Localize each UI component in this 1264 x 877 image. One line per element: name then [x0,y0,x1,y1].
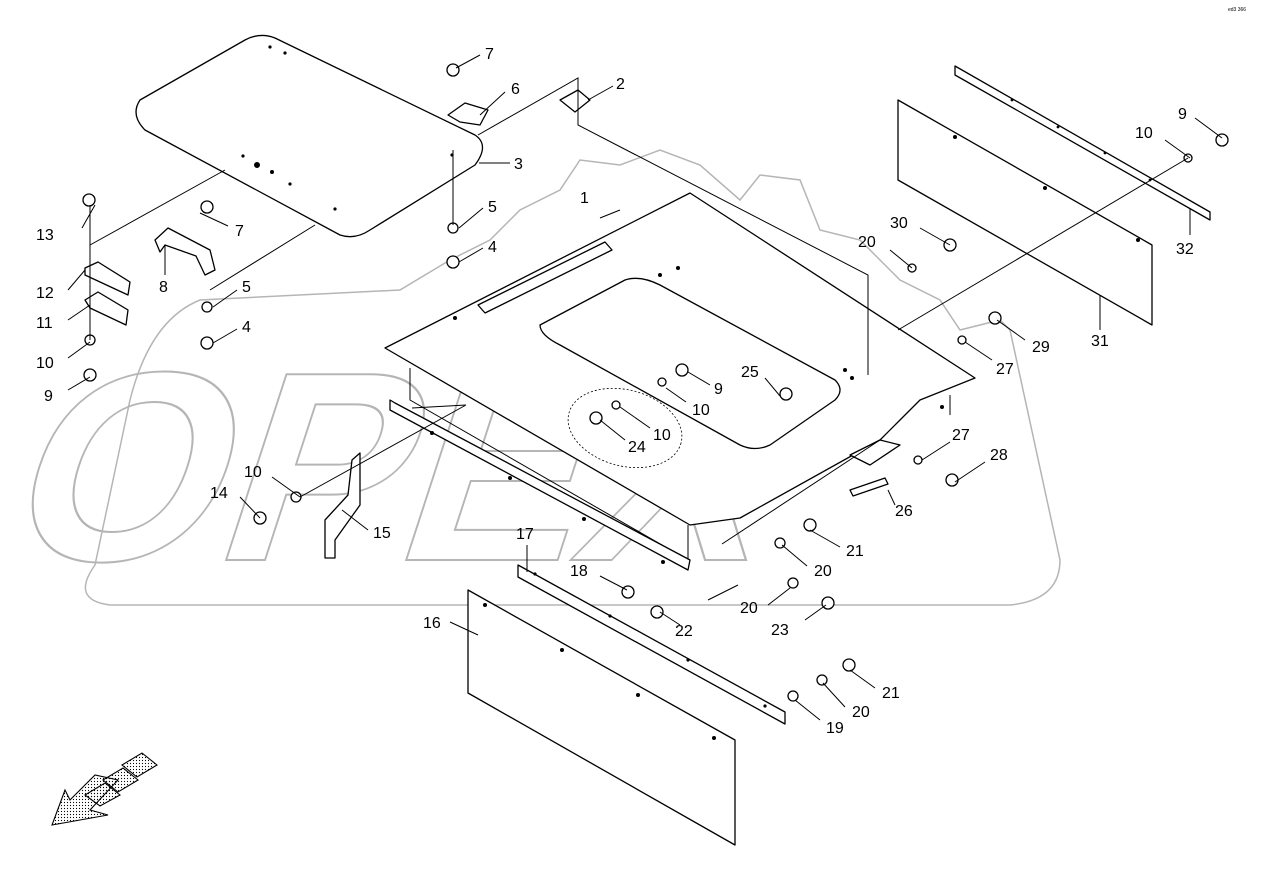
callout-5: 5 [488,199,497,216]
callout-17: 17 [516,526,534,543]
callout-7: 7 [485,46,494,63]
callout-1: 1 [580,190,589,207]
callout-2: 2 [616,76,625,93]
callout-12: 12 [36,285,54,302]
callout-30: 30 [890,215,908,232]
callout-25: 25 [741,364,759,381]
part-1-base-frame [384,192,976,561]
callout-10c: 10 [653,427,671,444]
callout-27b: 27 [952,427,970,444]
callout-4: 4 [488,239,497,256]
callout-8: 8 [159,279,168,296]
callout-3: 3 [514,156,523,173]
callout-6: 6 [511,81,520,98]
corner-tag: ed3 366 [1228,7,1246,13]
detail-ellipse [567,387,683,469]
callout-4b: 4 [242,319,251,336]
callout-18: 18 [570,563,588,580]
callout-27: 27 [996,361,1014,378]
callout-31: 31 [1091,333,1109,350]
part-2-bracket [559,89,591,113]
callout-24: 24 [628,439,646,456]
callout-10b: 10 [692,402,710,419]
part-16-front-panel [467,589,736,846]
front-mount-bar [389,399,691,571]
assembly-lines [89,77,1189,601]
part-12-bracket [84,261,131,296]
direction-arrow [51,752,158,826]
callout-15: 15 [373,525,391,542]
part-11-bracket [84,291,129,326]
part-6-hinge [447,102,489,126]
callout-11: 11 [36,315,53,332]
callout-9: 9 [44,388,53,405]
callout-16: 16 [423,615,441,632]
callout-19: 19 [826,720,844,737]
part-3-cover-plate [135,34,484,238]
callout-14: 14 [210,485,228,502]
watermark-gear-outline [84,149,1061,606]
callout-28: 28 [990,447,1008,464]
callout-labels: 1 2 3 4 4 5 5 6 7 7 8 9 9 9 10 10 10 10 … [36,46,1194,737]
callout-10e: 10 [1135,125,1153,142]
leader-lines [67,54,1223,721]
callout-26: 26 [895,503,913,520]
part-32-rear-strip [954,65,1211,221]
callout-21: 21 [846,543,864,560]
callout-9b: 9 [714,381,723,398]
callout-13: 13 [36,227,54,244]
part-15-bracket [324,452,361,559]
callout-23: 23 [771,622,789,639]
part-8-handle [154,227,216,276]
part-31-rear-panel [897,99,1153,326]
callout-20c: 20 [740,600,758,617]
callout-32: 32 [1176,241,1194,258]
callout-20d: 20 [852,704,870,721]
callout-10: 10 [36,355,54,372]
callout-5b: 5 [242,279,251,296]
callout-20b: 20 [814,563,832,580]
callout-10d: 10 [244,464,262,481]
callout-22: 22 [675,623,693,640]
callout-29: 29 [1032,339,1050,356]
callout-7b: 7 [235,223,244,240]
callout-20a: 20 [858,234,876,251]
part-26-strip [849,477,889,497]
callout-9c: 9 [1178,106,1187,123]
callout-21b: 21 [882,685,900,702]
part-17-strip [517,564,786,725]
